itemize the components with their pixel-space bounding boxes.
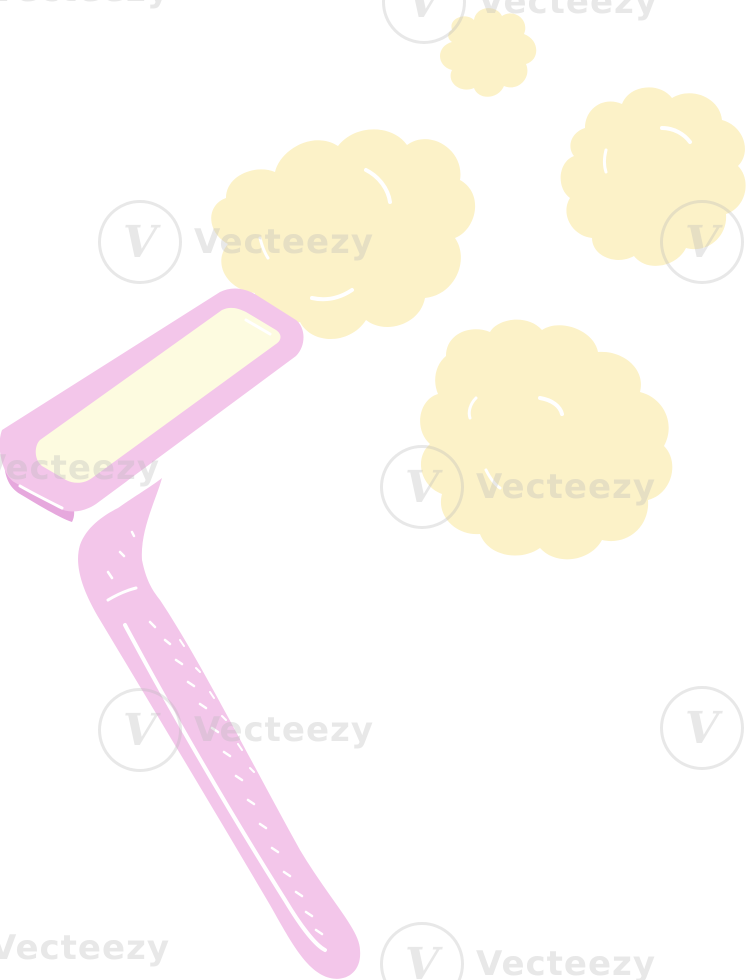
razor-handle bbox=[78, 478, 361, 979]
foam-cloud-large bbox=[211, 129, 476, 340]
foam-cloud-right bbox=[560, 87, 746, 266]
foam-cloud-lower bbox=[420, 319, 673, 560]
foam-cloud-small bbox=[440, 8, 537, 97]
razor-head bbox=[0, 288, 304, 522]
